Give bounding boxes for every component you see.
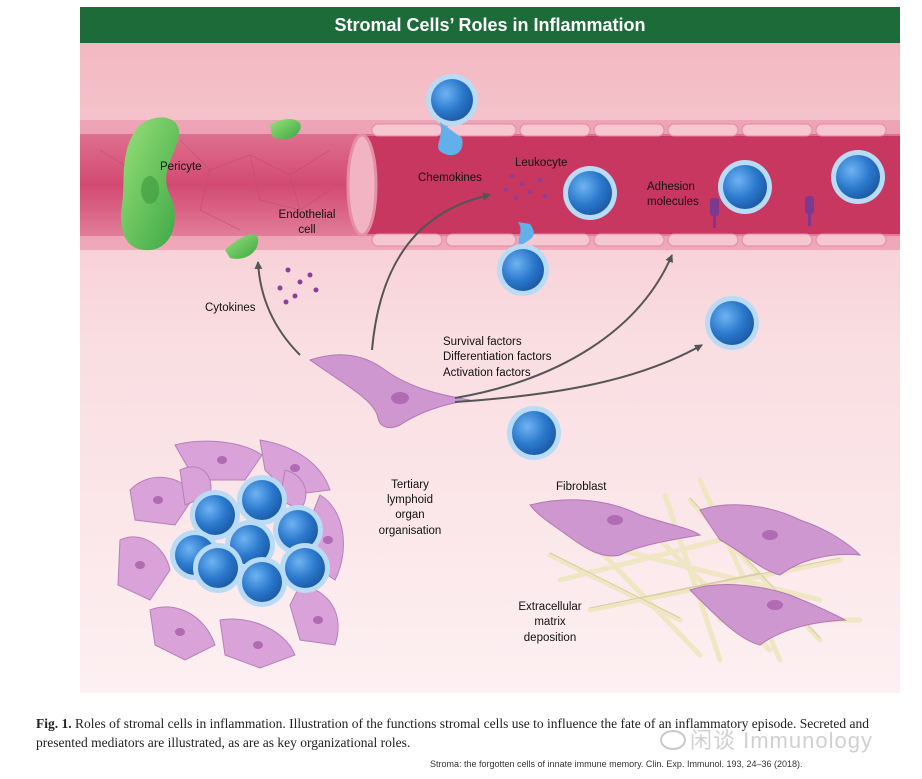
label-adhesion-1: Adhesion — [647, 181, 695, 193]
label-endothelial-2: cell — [298, 224, 315, 236]
leukocyte-tissue-2 — [507, 406, 561, 460]
label-fibroblast: Fibroblast — [556, 481, 607, 493]
watermark: 闲谈 Immunology — [660, 723, 873, 755]
label-activation-factors: Activation factors — [443, 367, 531, 379]
arrows — [254, 192, 703, 403]
label-ecm-1: Extracellular — [518, 601, 581, 613]
leukocyte-in-lumen-2 — [718, 160, 772, 214]
leukocyte-in-lumen-3 — [831, 150, 885, 204]
caption-fig-label: Fig. 1. — [36, 716, 72, 731]
label-adhesion-2: molecules — [647, 196, 699, 208]
leukocyte-tissue-1 — [705, 296, 759, 350]
leukocyte-transmigrating-top — [426, 74, 478, 156]
caption-text: Roles of stromal cells in inflammation. … — [36, 716, 870, 750]
label-endothelial-1: Endothelial — [279, 209, 336, 221]
leukocyte-extravasated — [497, 222, 549, 296]
label-pericyte: Pericyte — [160, 161, 202, 173]
leukocyte-cells — [426, 74, 885, 460]
label-differentiation-factors: Differentiation factors — [443, 351, 552, 363]
label-survival-factors: Survival factors — [443, 336, 522, 348]
cytokine-particles — [277, 267, 319, 305]
label-tertiary-2: lymphoid — [387, 494, 433, 506]
watermark-text: 闲谈 Immunology — [690, 728, 873, 753]
blood-vessel — [80, 120, 900, 250]
figure-title: Stromal Cells’ Roles in Inflammation — [80, 7, 900, 43]
label-ecm-3: deposition — [524, 632, 576, 644]
label-tertiary-3: organ — [395, 509, 424, 521]
source-credit: Stroma: the forgotten cells of innate im… — [430, 759, 803, 769]
adhesion-molecules — [710, 196, 814, 228]
label-chemokines: Chemokines — [418, 172, 482, 184]
label-cytokines: Cytokines — [205, 302, 256, 314]
figure-caption: Fig. 1. Roles of stromal cells in inflam… — [36, 714, 916, 752]
label-tertiary-1: Tertiary — [391, 479, 429, 491]
label-ecm-2: matrix — [534, 616, 566, 628]
leukocyte-in-lumen-1 — [563, 166, 617, 220]
fibroblasts-ecm — [529, 477, 863, 663]
label-leukocyte: Leukocyte — [515, 157, 567, 169]
wechat-icon — [660, 730, 686, 750]
tertiary-lymphoid-organ — [117, 439, 344, 669]
chemokine-particles — [503, 173, 548, 201]
label-tertiary-4: organisation — [379, 525, 442, 537]
pericyte-cell — [120, 117, 301, 259]
central-stromal-cell — [308, 354, 471, 429]
